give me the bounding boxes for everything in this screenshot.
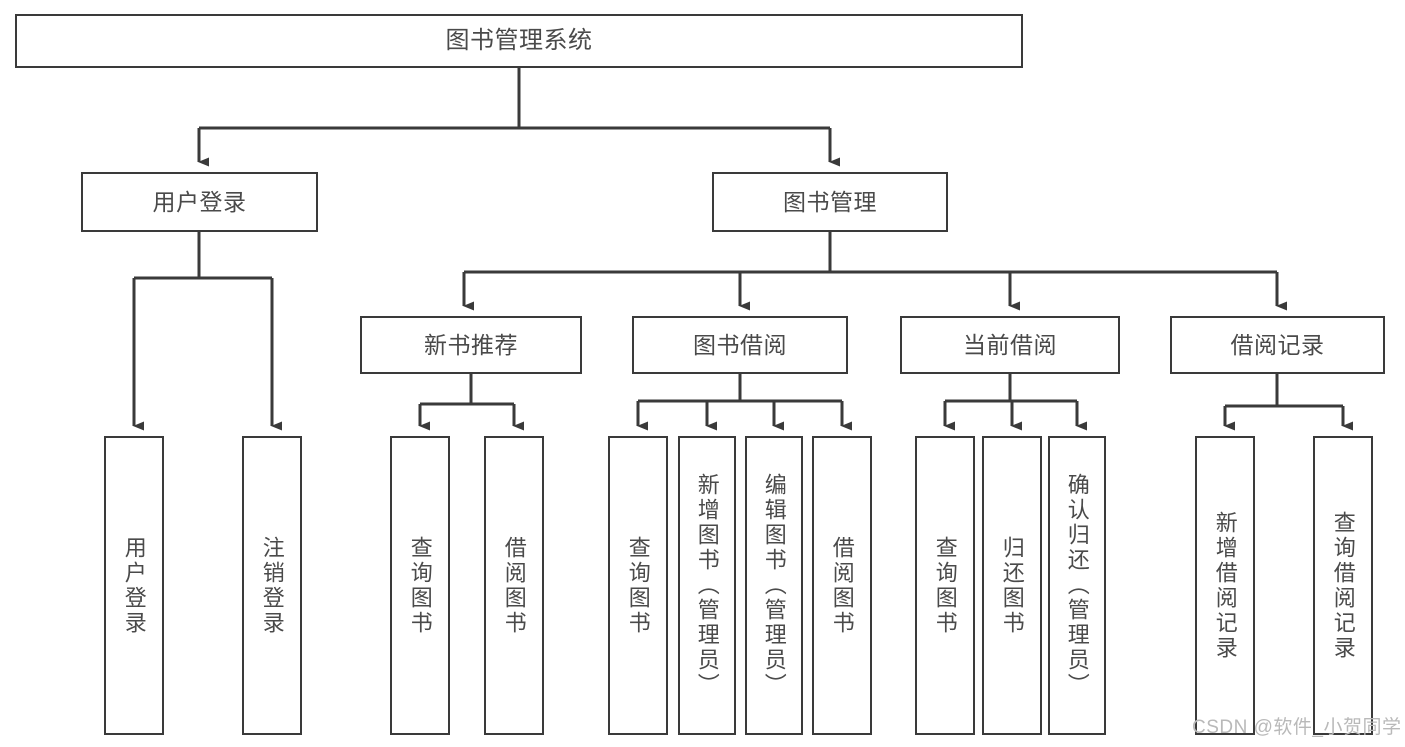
- node-root-label: 图书管理系统: [445, 27, 593, 55]
- node-leaf-query-borrow-record-label: 查询借阅记录: [1330, 510, 1356, 661]
- node-leaf-confirm-return-admin-label: 确认归还（管理员）: [1064, 473, 1090, 698]
- node-leaf-query-book-2[interactable]: 查询图书: [608, 436, 668, 735]
- node-leaf-borrow-book-2[interactable]: 借阅图书: [812, 436, 872, 735]
- node-leaf-edit-book-admin[interactable]: 编辑图书（管理员）: [745, 436, 803, 735]
- node-new-book-recommend[interactable]: 新书推荐: [360, 316, 582, 374]
- node-user-login-label: 用户登录: [152, 188, 247, 215]
- node-leaf-user-logout[interactable]: 注销登录: [242, 436, 302, 735]
- node-current-borrow[interactable]: 当前借阅: [900, 316, 1120, 374]
- node-new-book-recommend-label: 新书推荐: [424, 331, 518, 358]
- node-user-login[interactable]: 用户登录: [81, 172, 318, 232]
- node-leaf-add-borrow-record[interactable]: 新增借阅记录: [1195, 436, 1255, 735]
- node-leaf-query-book-3-label: 查询图书: [932, 535, 958, 636]
- node-book-manage[interactable]: 图书管理: [712, 172, 948, 232]
- node-leaf-query-book-2-label: 查询图书: [625, 535, 651, 636]
- node-leaf-borrow-book-1[interactable]: 借阅图书: [484, 436, 544, 735]
- node-leaf-borrow-book-2-label: 借阅图书: [829, 535, 855, 636]
- node-borrow-record-label: 借阅记录: [1230, 331, 1325, 358]
- node-book-borrow-label: 图书借阅: [693, 331, 787, 358]
- node-leaf-return-book[interactable]: 归还图书: [982, 436, 1042, 735]
- node-leaf-query-borrow-record[interactable]: 查询借阅记录: [1313, 436, 1373, 735]
- node-leaf-add-book-admin-label: 新增图书（管理员）: [694, 473, 720, 698]
- node-current-borrow-label: 当前借阅: [963, 331, 1057, 358]
- node-leaf-add-borrow-record-label: 新增借阅记录: [1212, 510, 1238, 661]
- node-leaf-query-book-3[interactable]: 查询图书: [915, 436, 975, 735]
- node-borrow-record[interactable]: 借阅记录: [1170, 316, 1385, 374]
- node-leaf-query-book-1[interactable]: 查询图书: [390, 436, 450, 735]
- node-book-borrow[interactable]: 图书借阅: [632, 316, 848, 374]
- node-leaf-user-login-label: 用户登录: [121, 535, 147, 636]
- node-leaf-borrow-book-1-label: 借阅图书: [501, 535, 527, 636]
- node-leaf-return-book-label: 归还图书: [999, 535, 1025, 636]
- node-leaf-user-login[interactable]: 用户登录: [104, 436, 164, 735]
- node-leaf-edit-book-admin-label: 编辑图书（管理员）: [761, 473, 787, 698]
- node-leaf-confirm-return-admin[interactable]: 确认归还（管理员）: [1048, 436, 1106, 735]
- node-book-manage-label: 图书管理: [783, 188, 877, 215]
- node-leaf-user-logout-label: 注销登录: [259, 535, 285, 636]
- node-root[interactable]: 图书管理系统: [15, 14, 1023, 68]
- node-leaf-query-book-1-label: 查询图书: [407, 535, 433, 636]
- node-leaf-add-book-admin[interactable]: 新增图书（管理员）: [678, 436, 736, 735]
